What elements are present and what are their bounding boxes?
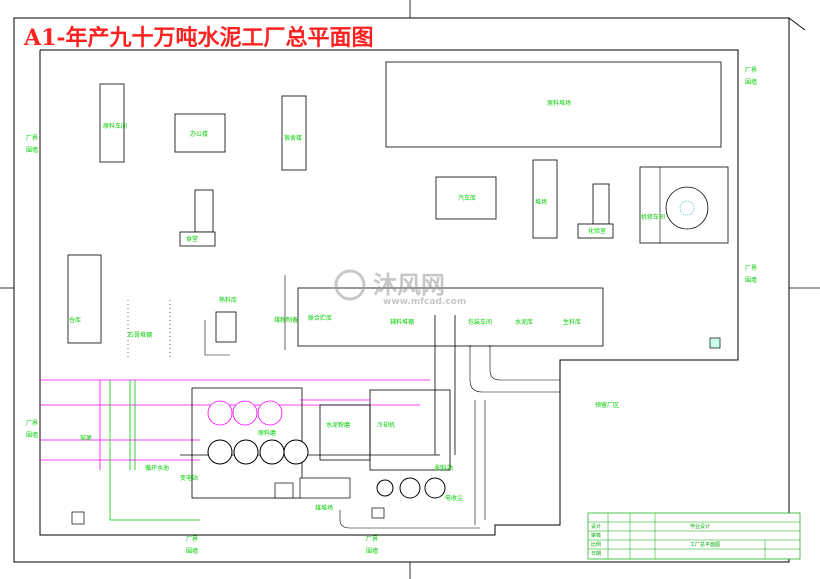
building-h	[592, 183, 610, 225]
drawing-label: 围墙	[366, 547, 378, 555]
drawing-label: 生料库	[563, 318, 581, 326]
drawing-label: 石膏堆棚	[128, 331, 152, 339]
building-j	[67, 254, 102, 344]
building-l	[215, 311, 237, 343]
drawing-label: 煤粉制备	[274, 316, 298, 324]
drawing-label: 汽车库	[458, 194, 476, 202]
drawing-label: 厂界	[26, 420, 38, 427]
drawing-label: 日期	[591, 551, 601, 557]
drawing-label: 设计	[591, 523, 601, 530]
watermark: 沐风网 www.mfcad.com	[334, 269, 466, 307]
silos-magenta	[207, 400, 283, 426]
drawing-label: 围墙	[186, 547, 198, 555]
building-b	[174, 113, 226, 153]
drawing-label: 原料车间	[103, 122, 127, 130]
drawing-label: 原料堆场	[547, 99, 571, 107]
drawing-label: 厂界	[745, 265, 757, 272]
building-m	[297, 287, 604, 347]
drawing-label: 沐风网	[373, 271, 445, 299]
drawing-label: 熟料库	[219, 296, 237, 304]
drawing-label: 比例	[591, 541, 601, 548]
outer-frame	[13, 17, 790, 563]
drawing-label: 冷却机	[377, 421, 395, 429]
drawing-label: 循环水池	[145, 464, 169, 472]
drawing-label: 堆场	[535, 198, 547, 206]
parking-area	[127, 300, 171, 360]
drawing-label: 辅料堆棚	[390, 318, 414, 326]
drawing-label: 宿舍楼	[284, 134, 302, 142]
drawing-label: 包装车间	[468, 318, 492, 326]
drawing-label: 围墙	[745, 78, 757, 86]
drawing-label: 审核	[591, 532, 601, 539]
drawing-label: 水泥库	[515, 318, 533, 326]
plant-boundary-wall	[39, 49, 739, 536]
drawing-label: 食堂	[186, 235, 198, 243]
drawing-title: A1-年产九十万吨水泥工厂总平面图	[23, 25, 374, 51]
drawing-label: 化验室	[588, 227, 606, 235]
drawing-label: 煤堆场	[315, 504, 333, 512]
silos-black	[207, 439, 446, 499]
drawing-label: 厂界	[26, 135, 38, 142]
building-h2	[577, 223, 614, 239]
building-d2	[179, 231, 216, 247]
drawing-label: 工厂总平面图	[690, 541, 720, 548]
drawing-label: 厂界	[745, 67, 757, 74]
drawing-label: 电收尘	[445, 494, 463, 502]
drawing-label: 毕业设计	[690, 523, 710, 530]
drawing-label: 办公楼	[190, 130, 208, 138]
drawing-label: 围墙	[26, 431, 38, 439]
drawing-label: 仓库	[69, 316, 81, 324]
drawing-label: 联合贮库	[308, 314, 332, 322]
building-f	[435, 176, 497, 220]
drawing-label: 围墙	[26, 146, 38, 154]
drawing-label: 原料磨	[258, 429, 276, 437]
drawing-label: 厂界	[366, 536, 378, 543]
drawing-label: 窑尾	[80, 434, 92, 442]
drawing-label: 机修车间	[641, 213, 665, 221]
building-c	[281, 95, 307, 171]
title-block: 毕业设计 工厂总平面图 设计 审核 比例 日期	[587, 512, 801, 560]
building-d	[194, 189, 214, 233]
roads	[284, 275, 560, 529]
drawing-label: 预留厂区	[595, 401, 619, 409]
drawing-label: 围墙	[745, 276, 757, 284]
drawing-label: 配料站	[435, 464, 453, 472]
building-e	[385, 61, 722, 148]
drawing-label: 水泥粉磨	[326, 421, 350, 429]
drawing-label: 变电站	[180, 474, 198, 482]
storage-tank	[665, 186, 709, 230]
drawing-label: www.mfcad.com	[383, 297, 466, 307]
drawing-label: 厂界	[186, 536, 198, 543]
building-g	[532, 159, 558, 239]
building-a	[99, 83, 125, 163]
